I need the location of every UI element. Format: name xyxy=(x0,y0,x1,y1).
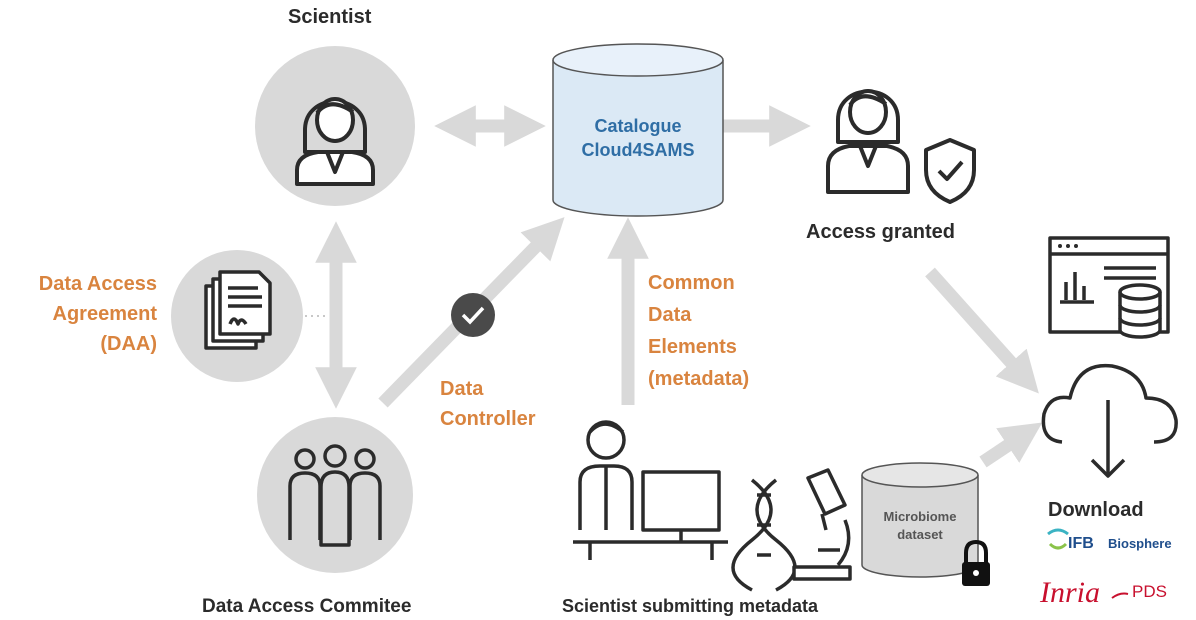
ifb-logo: IFB Biosphere xyxy=(1047,528,1172,552)
cde-label-line4: (metadata) xyxy=(648,368,750,390)
dna-icon xyxy=(731,478,797,592)
cde-label-line1: Common xyxy=(648,272,735,294)
access-granted-icon xyxy=(826,89,910,194)
lock-icon xyxy=(962,539,990,586)
ifb-logo-text: IFB xyxy=(1068,535,1094,552)
microbiome-label-line2: dataset xyxy=(897,527,943,542)
inria-logo-text: Inria xyxy=(1039,576,1100,609)
access-granted-label: Access granted xyxy=(806,221,955,243)
scientist-label: Scientist xyxy=(288,6,372,28)
scientist-icon xyxy=(295,97,375,186)
microscope-icon xyxy=(792,468,852,581)
catalogue-label: Catalogue Cloud4SAMS xyxy=(553,114,723,162)
microbiome-label-line1: Microbiome xyxy=(883,509,957,524)
pds-logo-text: PDS xyxy=(1132,582,1167,601)
daa-label-line3: (DAA) xyxy=(100,333,157,355)
group-people-icon xyxy=(288,444,382,547)
catalogue-database xyxy=(552,43,724,217)
submitter-label: Scientist submitting metadata xyxy=(562,596,819,616)
committee-label: Data Access Commitee xyxy=(202,596,412,617)
daa-label-line2: Agreement xyxy=(52,303,157,325)
committee-node xyxy=(257,417,413,573)
cloud-download-icon xyxy=(1041,363,1178,478)
cde-label-line3: Elements xyxy=(648,336,737,358)
cde-label-line2: Data xyxy=(648,304,692,326)
microbiome-label: Microbiome dataset xyxy=(862,508,978,544)
daa-label: Data Access Agreement (DAA) xyxy=(0,269,157,359)
data-controller-label: Data Controller xyxy=(440,374,536,434)
document-stack-icon xyxy=(204,270,272,350)
biosphere-logo-text: Biosphere xyxy=(1108,536,1172,551)
arrow-dataset-download xyxy=(979,422,1043,468)
common-data-elements-label: Common Data Elements (metadata) xyxy=(648,267,749,395)
daa-node xyxy=(171,250,303,382)
download-label: Download xyxy=(1048,499,1144,521)
arrow-access-download xyxy=(925,267,1039,394)
controller-check-icon xyxy=(451,293,495,337)
scientist-at-desk-icon xyxy=(573,420,728,560)
scientist-node xyxy=(255,46,415,206)
catalogue-label-line1: Catalogue xyxy=(594,116,682,136)
data-controller-label-line2: Controller xyxy=(440,408,536,430)
shield-check-icon xyxy=(924,138,976,204)
catalogue-label-line2: Cloud4SAMS xyxy=(581,140,695,160)
dashboard-database-icon xyxy=(1048,236,1170,339)
daa-label-line1: Data Access xyxy=(38,273,157,295)
microbiome-database xyxy=(861,462,979,578)
inria-logo: Inria PDS xyxy=(1039,576,1167,609)
data-controller-label-line1: Data xyxy=(440,378,484,400)
